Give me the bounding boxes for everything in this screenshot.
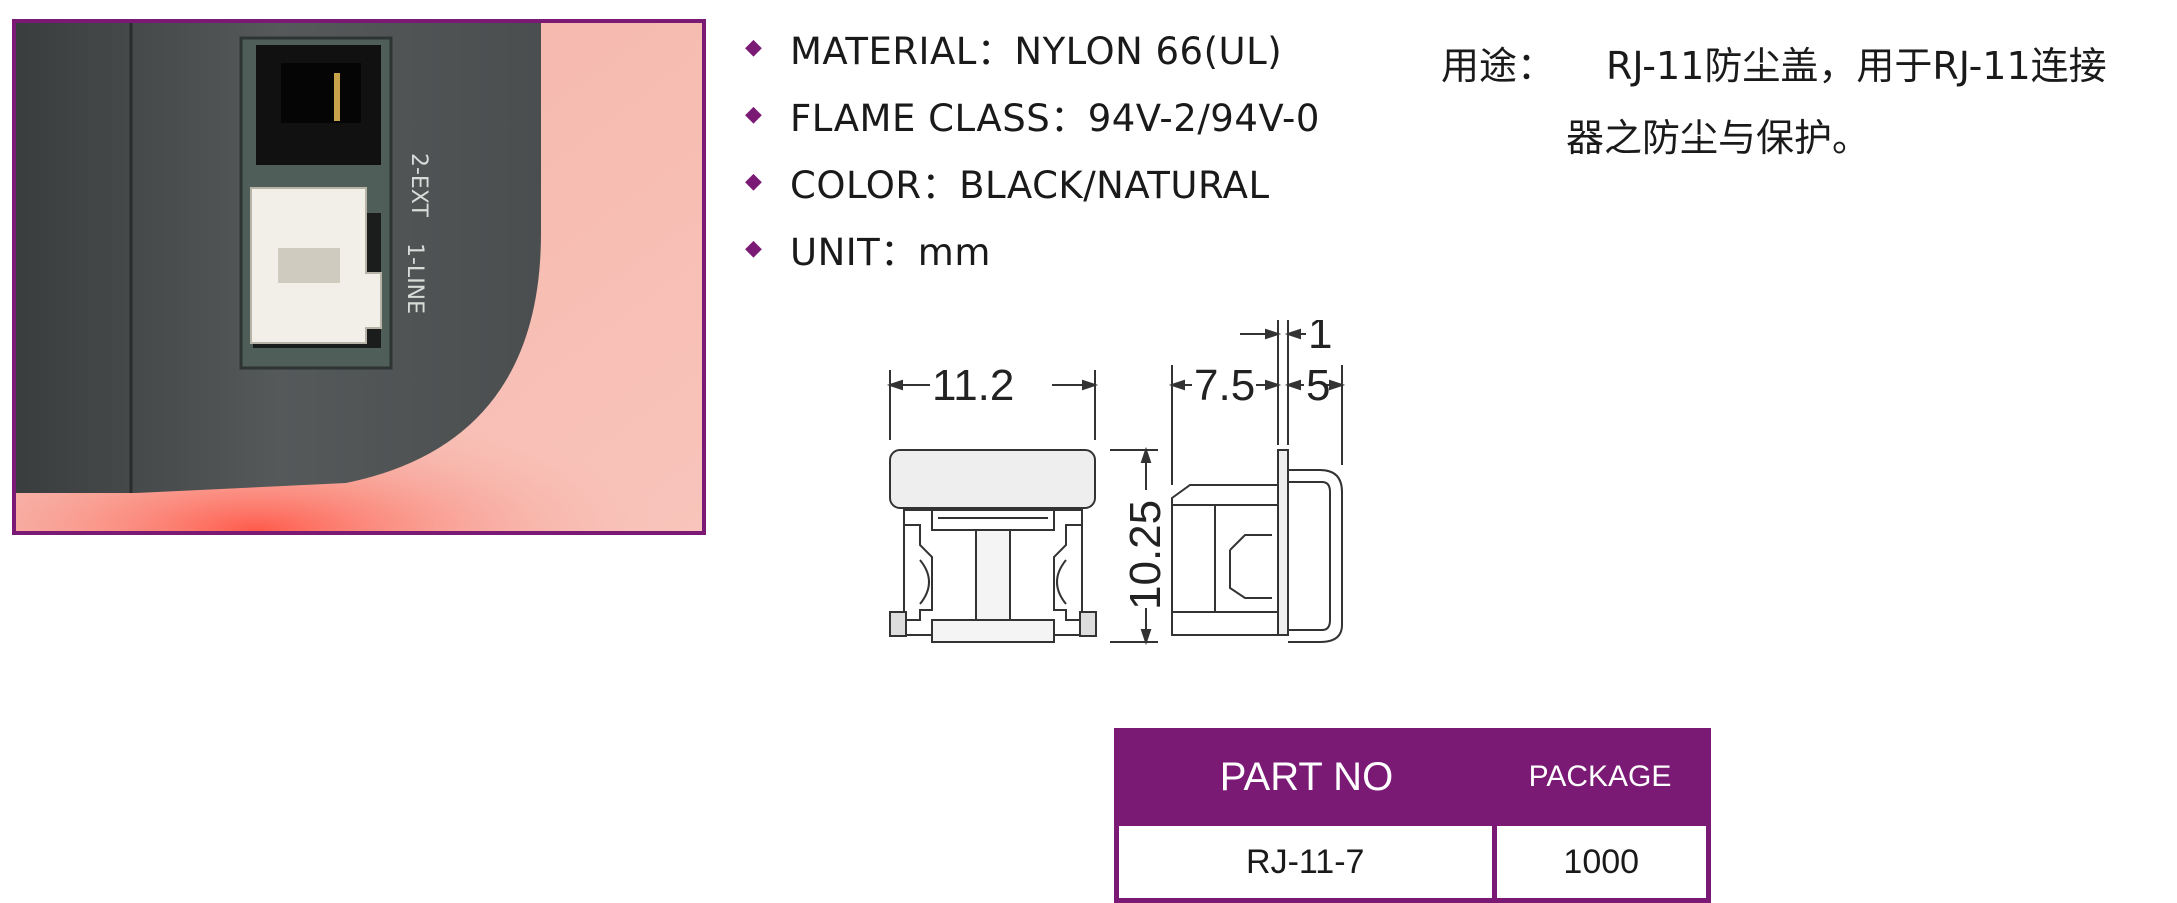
spec-unit: ◆ UNIT：mm — [745, 230, 991, 274]
dimension-height: 10.25 — [1121, 500, 1170, 610]
technical-drawing: 11.2 10.25 7.5 1 5 — [886, 320, 1346, 646]
header-part-no: PART NO — [1116, 730, 1494, 824]
dimension-width: 11.2 — [932, 361, 1014, 410]
port-label-line: 1-LINE — [402, 243, 427, 314]
cell-package: 1000 — [1491, 821, 1711, 903]
product-photo: 2-EXT 1-LINE — [12, 19, 706, 535]
usage-description: 用途： RJ-11防尘盖，用于RJ-11连接 器之防尘与保护。 — [1441, 30, 2107, 174]
dimension-body-depth: 7.5 — [1194, 361, 1255, 410]
bullet-icon: ◆ — [745, 169, 763, 194]
bullet-icon: ◆ — [745, 236, 763, 261]
bullet-icon: ◆ — [745, 35, 763, 60]
part-table: PART NO PACKAGE RJ-11-7 1000 — [1114, 728, 1711, 903]
spec-list: ◆ MATERIAL：NYLON 66(UL) ◆ FLAME CLASS：94… — [745, 14, 1320, 282]
table-header-row: PART NO PACKAGE — [1116, 730, 1709, 824]
dimension-cap-depth: 5 — [1306, 361, 1330, 410]
port-label-ext: 2-EXT — [406, 153, 431, 218]
usage-text-1: RJ-11防尘盖，用于RJ-11连接 — [1606, 44, 2107, 88]
table-row: RJ-11-7 1000 — [1114, 821, 1711, 903]
usage-label: 用途： — [1441, 44, 1556, 88]
cell-part-no: RJ-11-7 — [1114, 821, 1497, 903]
spec-color: ◆ COLOR：BLACK/NATURAL — [745, 163, 1270, 207]
usage-text-2: 器之防尘与保护。 — [1566, 116, 1871, 160]
spec-flame-class: ◆ FLAME CLASS：94V-2/94V-0 — [745, 96, 1320, 140]
spec-material: ◆ MATERIAL：NYLON 66(UL) — [745, 29, 1283, 73]
dimension-flange: 1 — [1308, 320, 1332, 358]
bullet-icon: ◆ — [745, 102, 763, 127]
header-package: PACKAGE — [1494, 730, 1709, 824]
